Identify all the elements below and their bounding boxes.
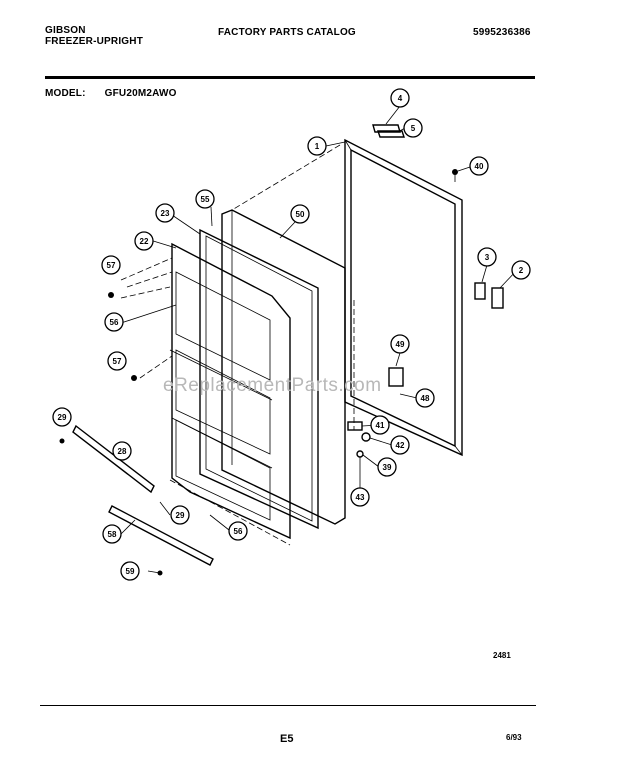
callout-label: 4 [398,94,403,103]
footer-rule [40,705,536,706]
callout-55: 55 [195,189,215,209]
callout-label: 43 [356,493,365,502]
model-number: GFU20M2AWO [104,88,177,99]
callout-label: 29 [58,413,67,422]
callout-label: 28 [118,447,127,456]
callout-40: 40 [469,156,489,176]
callout-59: 59 [120,561,140,581]
door-gasket [199,228,319,530]
callout-41: 41 [370,415,390,435]
callout-58: 58 [102,524,122,544]
callout-label: 29 [176,511,185,520]
callout-3: 3 [477,247,497,267]
callout-label: 22 [140,237,149,246]
assembly-lines [120,144,355,546]
callout-56b: 56 [228,521,248,541]
screw-40 [452,169,458,182]
lower-hinge [347,421,371,470]
screws [59,292,163,576]
callout-29b: 29 [170,505,190,525]
door-outer-panel [221,209,346,525]
leader-lines [113,105,518,535]
callout-label: 42 [396,441,405,450]
door-liner [169,242,291,540]
callout-label: 57 [107,261,116,270]
callout-label: 3 [485,253,490,262]
callout-56: 56 [104,312,124,332]
callout-42: 42 [390,435,410,455]
catalog-number: 5995236386 [473,27,531,38]
catalog-title: FACTORY PARTS CATALOG [218,27,356,38]
header-rule [45,76,535,79]
bottom-rail-58 [108,505,214,566]
bracket-3 [474,282,486,300]
callout-label: 59 [126,567,135,576]
switch-49 [388,367,404,387]
watermark: eReplacementParts.com [163,375,382,396]
callout-label: 58 [108,530,117,539]
callout-label: 56 [110,318,119,327]
product-type: FREEZER-UPRIGHT [45,36,143,47]
callout-label: 55 [201,195,210,204]
callout-1: 1 [307,136,327,156]
callout-28: 28 [112,441,132,461]
callout-4: 4 [390,88,410,108]
callout-39: 39 [377,457,397,477]
callout-label: 40 [475,162,484,171]
diagram-reference-number: 2481 [493,651,511,660]
model-label: MODEL: [45,88,86,99]
callout-50: 50 [290,204,310,224]
callout-label: 57 [113,357,122,366]
model-line: MODEL: GFU20M2AWO [45,88,177,99]
brand-block: GIBSON FREEZER-UPRIGHT [45,25,143,47]
brand-name: GIBSON [45,25,86,36]
callout-label: 48 [421,394,430,403]
callout-label: 1 [315,142,320,151]
callout-label: 23 [161,209,170,218]
callout-57b: 57 [107,351,127,371]
callout-label: 50 [296,210,305,219]
callout-23: 23 [155,203,175,223]
callout-2: 2 [511,260,531,280]
callout-5: 5 [403,118,423,138]
callout-48: 48 [415,388,435,408]
door-rail-28 [72,424,155,494]
catalog-date: 6/93 [506,733,522,742]
callout-43: 43 [350,487,370,507]
page-number: E5 [280,733,294,745]
cabinet-frame [344,138,463,457]
callout-label: 5 [411,124,416,133]
callout-22: 22 [134,231,154,251]
callout-label: 39 [383,463,392,472]
callout-57: 57 [101,255,121,275]
callout-label: 41 [376,421,385,430]
callout-label: 56 [234,527,243,536]
callout-label: 49 [396,340,405,349]
callout-49: 49 [390,334,410,354]
callout-29: 29 [52,407,72,427]
callout-label: 2 [519,266,524,275]
bracket-2 [491,287,504,309]
top-hinge [372,124,405,138]
